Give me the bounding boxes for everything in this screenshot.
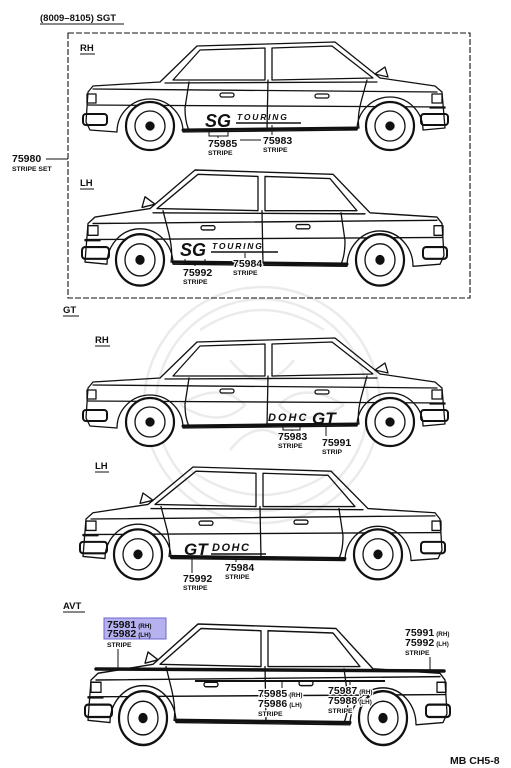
- avt-part-2-rh-number: 75991: [405, 627, 434, 639]
- gt-rh-part-1-name: STRIPE: [278, 443, 303, 450]
- avt-part-1-lh-number: 75982: [107, 628, 136, 640]
- avt-upper-stripe: [94, 667, 446, 673]
- avt-part-4-rh-tag: (RH): [359, 689, 372, 696]
- sgt-rh-part-1-name: STRIPE: [208, 150, 233, 157]
- watermark-seal: [142, 285, 382, 525]
- avt-part-4-name: STRIPE: [328, 708, 353, 715]
- diagram-code: MB CH5-8: [450, 755, 500, 767]
- sgt-lh-part-1-name: STRIPE: [183, 279, 208, 286]
- sgt-lh-part-2-name: STRIPE: [233, 270, 258, 277]
- stripe-set-part-number: 75980: [12, 153, 41, 165]
- avt-highlight-box: [103, 617, 167, 640]
- gt-lh-decal-word: DOHC: [212, 542, 250, 554]
- gt-lh-part-1-number: 75992: [183, 573, 212, 585]
- avt-part-2-rh-tag: (RH): [436, 631, 449, 638]
- avt-part-1-lh: 75982(LH): [107, 628, 151, 640]
- stripe-set-name: STRIPE SET: [12, 166, 53, 173]
- avt-part-3-rh-tag: (RH): [289, 692, 302, 699]
- sgt-lh-decal-main: SG: [180, 240, 206, 260]
- gt-lh-label: LH: [95, 461, 108, 472]
- section-title-gt: GT: [63, 305, 76, 316]
- gt-rh-part-2-name: STRIP: [322, 449, 342, 456]
- sgt-lh-part-2-number: 75984: [233, 258, 262, 270]
- sgt-rh-part-1-number: 75985: [208, 138, 237, 150]
- avt-part-1-rh-tag: (RH): [138, 623, 151, 630]
- sgt-rh-car: [81, 40, 450, 152]
- avt-part-3-rh: 75985(RH): [258, 688, 303, 700]
- sgt-rh-decal-word: TOURING: [237, 112, 289, 122]
- sgt-lh-leaders: [184, 253, 246, 266]
- avt-part-3-lh-tag: (LH): [289, 702, 302, 709]
- avt-part-4-lh-tag: (LH): [359, 699, 372, 706]
- gt-lh-leaders: [191, 556, 237, 573]
- avt-part-2-lh-tag: (LH): [436, 641, 449, 648]
- avt-part-2-name: STRIPE: [405, 650, 430, 657]
- gt-lh-part-1-name: STRIPE: [183, 585, 208, 592]
- avt-part-3-rh-number: 75985: [258, 688, 287, 700]
- avt-part-3-lh-number: 75986: [258, 698, 287, 710]
- gt-lh-decal-main: GT: [184, 540, 209, 559]
- sgt-rh-part-2-number: 75983: [263, 135, 292, 147]
- gt-rh-decal-word: DOHC: [268, 412, 308, 424]
- avt-part-1-name: STRIPE: [107, 642, 132, 649]
- sgt-lh-decal-word: TOURING: [212, 241, 264, 251]
- avt-part-2-lh: 75992(LH): [405, 637, 449, 649]
- sgt-rh-label: RH: [80, 43, 94, 54]
- avt-part-4-rh-number: 75987: [328, 685, 357, 697]
- sgt-lh-car: [80, 168, 449, 288]
- stripe-set-frame: [67, 32, 471, 299]
- avt-part-4-lh: 75988(LH): [328, 695, 372, 707]
- gt-rh-part-1-number: 75983: [278, 431, 307, 443]
- avt-part-4-lh-number: 75988: [328, 695, 357, 707]
- sgt-rh-leaders: [208, 125, 273, 141]
- avt-part-1-lh-tag: (LH): [138, 632, 151, 639]
- avt-part-2-lh-number: 75992: [405, 637, 434, 649]
- gt-lh-part-2-number: 75984: [225, 562, 254, 574]
- sgt-lh-part-1-number: 75992: [183, 267, 212, 279]
- gt-rh-label: RH: [95, 335, 109, 346]
- avt-part-1-rh-number: 75981: [107, 619, 136, 631]
- sgt-lh-label: LH: [80, 178, 93, 189]
- sgt-rh-part-2-name: STRIPE: [263, 147, 288, 154]
- avt-part-3-name: STRIPE: [258, 711, 283, 718]
- avt-part-2-rh: 75991(RH): [405, 627, 450, 639]
- gt-lh-part-2-name: STRIPE: [225, 574, 250, 581]
- section-title-avt: AVT: [63, 601, 81, 612]
- sgt-rh-decal-main: SG: [205, 111, 231, 131]
- avt-part-3-lh: 75986(LH): [258, 698, 302, 710]
- gt-rh-part-2-number: 75991: [322, 437, 351, 449]
- avt-part-1-rh: 75981(RH): [107, 619, 152, 631]
- gt-rh-decal-main: GT: [312, 409, 337, 428]
- avt-part-4-rh: 75987(RH): [328, 685, 373, 697]
- section-title-sgt: (8009–8105) SGT: [40, 13, 116, 24]
- gt-rh-leaders: [282, 426, 327, 436]
- avt-car: [83, 622, 452, 747]
